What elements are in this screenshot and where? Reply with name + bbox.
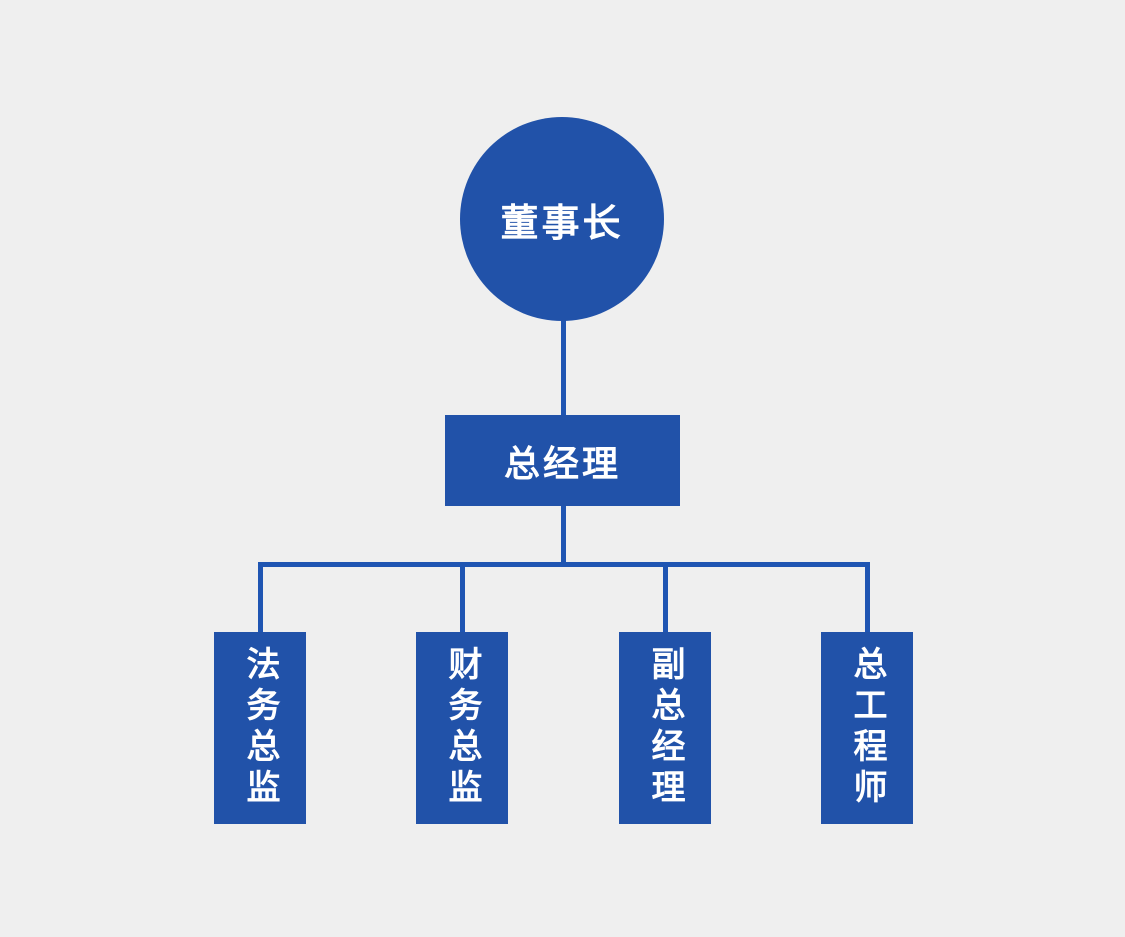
general-manager-label: 总经理: [503, 442, 621, 484]
chairman-node: 董事长: [460, 117, 664, 321]
connector-drop-finance: [460, 562, 465, 633]
department-node-chief-engineer: 总工程师: [821, 632, 913, 824]
connector-drop-legal: [258, 562, 263, 633]
department-node-finance-director: 财务总监: [416, 632, 508, 824]
department-label: 财务总监: [443, 646, 481, 810]
connector-chairman-to-manager: [561, 320, 566, 417]
department-node-deputy-general-manager: 副总经理: [619, 632, 711, 824]
department-label: 法务总监: [241, 646, 279, 810]
general-manager-node: 总经理: [445, 415, 680, 506]
department-label: 总工程师: [848, 646, 886, 810]
department-label: 副总经理: [646, 646, 684, 810]
connector-bus-line: [258, 562, 870, 567]
connector-drop-deputy: [663, 562, 668, 633]
department-node-legal-director: 法务总监: [214, 632, 306, 824]
connector-drop-engineer: [865, 562, 870, 633]
chairman-label: 董事长: [500, 202, 624, 245]
connector-manager-to-bus: [561, 505, 566, 565]
